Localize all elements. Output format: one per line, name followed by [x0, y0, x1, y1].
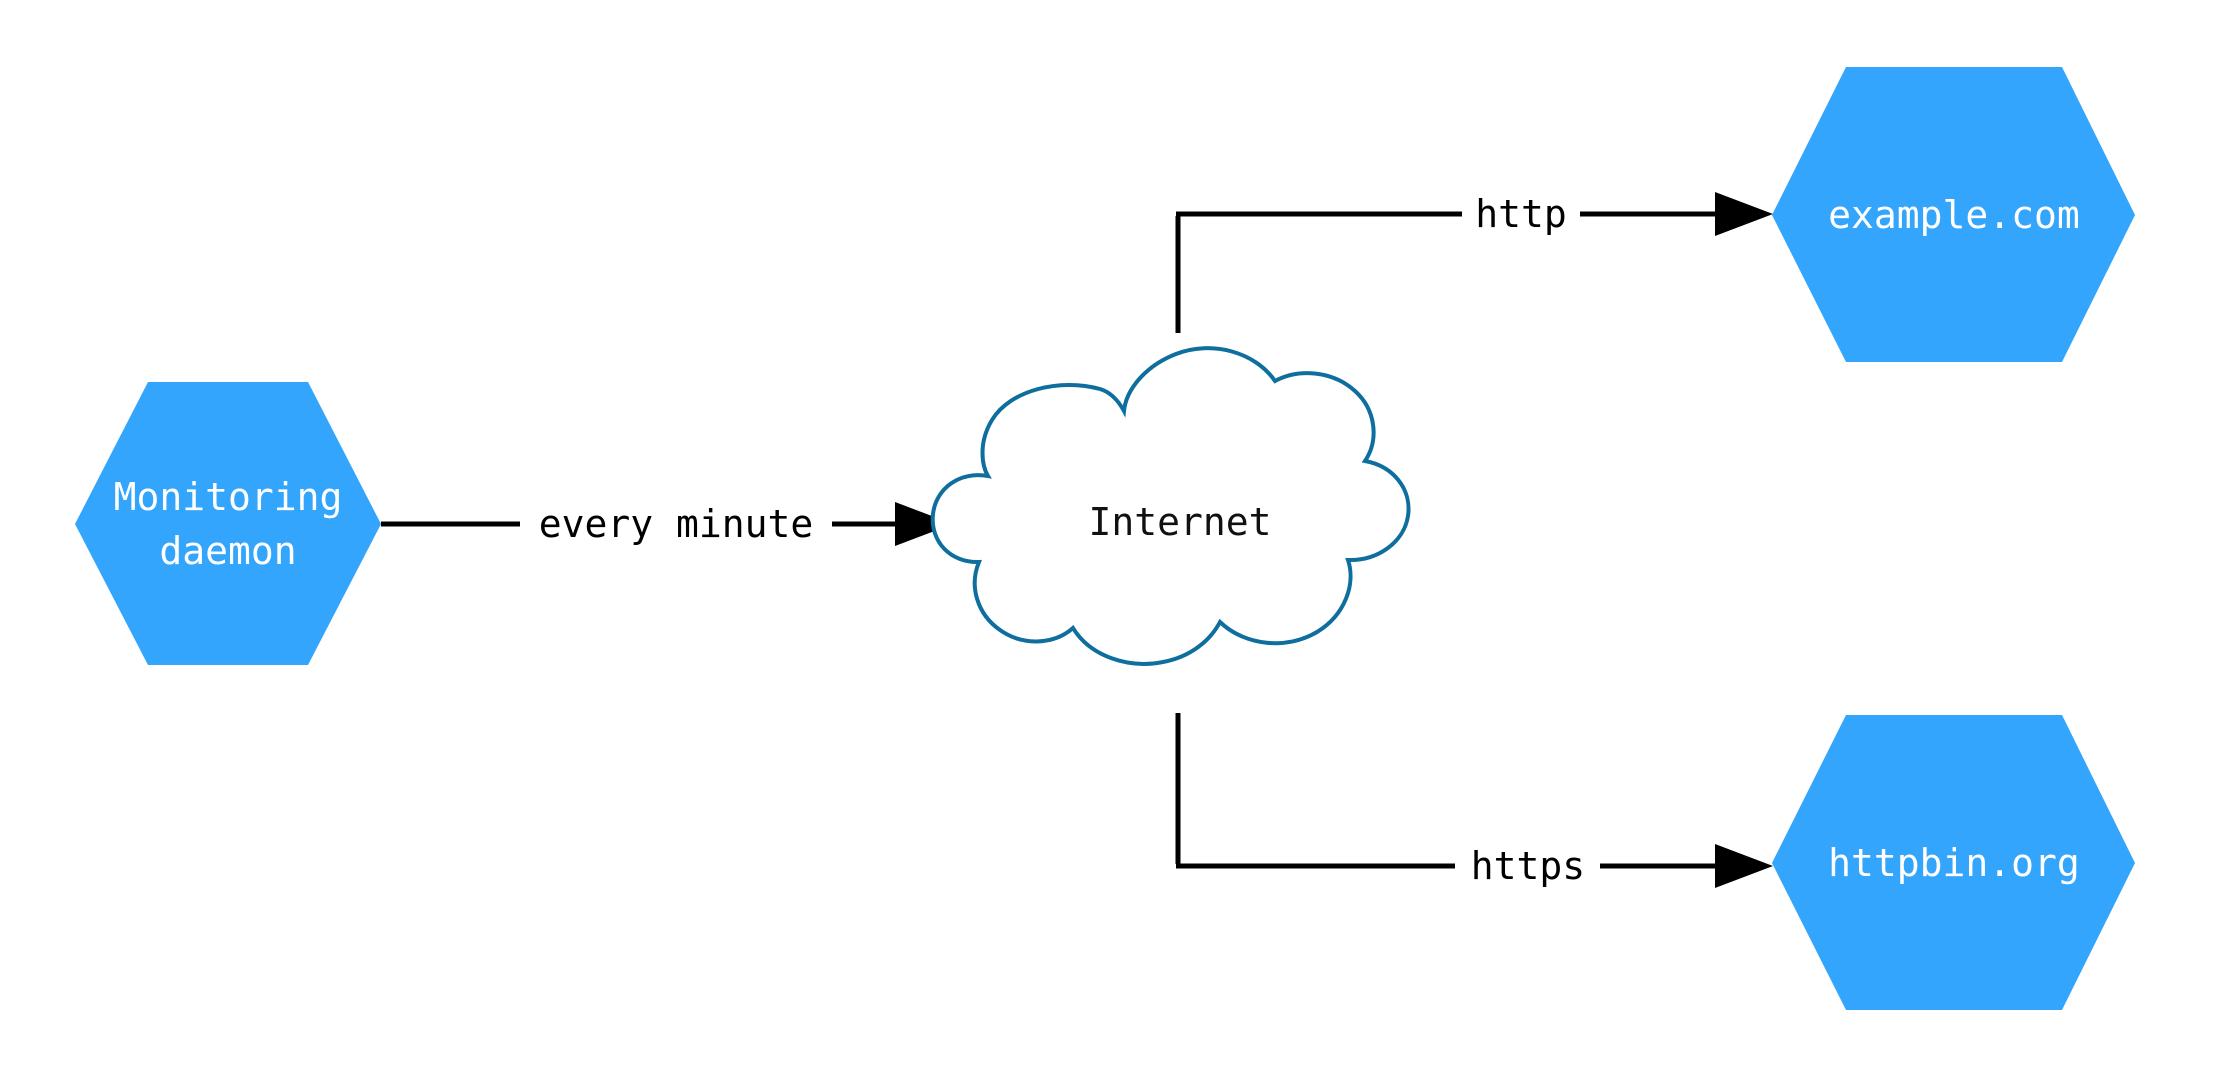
hexagon-shape[interactable]: [1772, 67, 2135, 362]
hexagon-shape[interactable]: [1772, 715, 2135, 1010]
node-label-line2: daemon: [159, 529, 296, 573]
edge-daemon-to-internet: every minute: [381, 502, 953, 546]
cloud-shape[interactable]: [930, 346, 1411, 666]
arrow-head-icon: [895, 502, 953, 546]
edge-label-every-minute: every minute: [539, 502, 814, 546]
node-label-internet: Internet: [1088, 500, 1271, 544]
node-httpbin-org[interactable]: httpbin.org: [1772, 715, 2135, 1010]
edge-internet-to-example: http: [1175, 192, 1773, 333]
node-label-line1: Monitoring: [114, 475, 343, 519]
node-label-httpbin-org: httpbin.org: [1828, 841, 2080, 885]
edge-internet-to-httpbin: https: [1175, 713, 1773, 888]
edge-label-https: https: [1471, 844, 1585, 888]
edge-label-http: http: [1475, 192, 1567, 236]
arrow-head-icon: [1715, 844, 1773, 888]
node-internet[interactable]: Internet: [930, 346, 1411, 666]
arrow-head-icon: [1715, 192, 1773, 236]
node-label-example-com: example.com: [1828, 193, 2080, 237]
hexagon-shape[interactable]: [75, 382, 381, 665]
node-example-com[interactable]: example.com: [1772, 67, 2135, 362]
node-monitoring-daemon[interactable]: Monitoring daemon: [75, 382, 381, 665]
